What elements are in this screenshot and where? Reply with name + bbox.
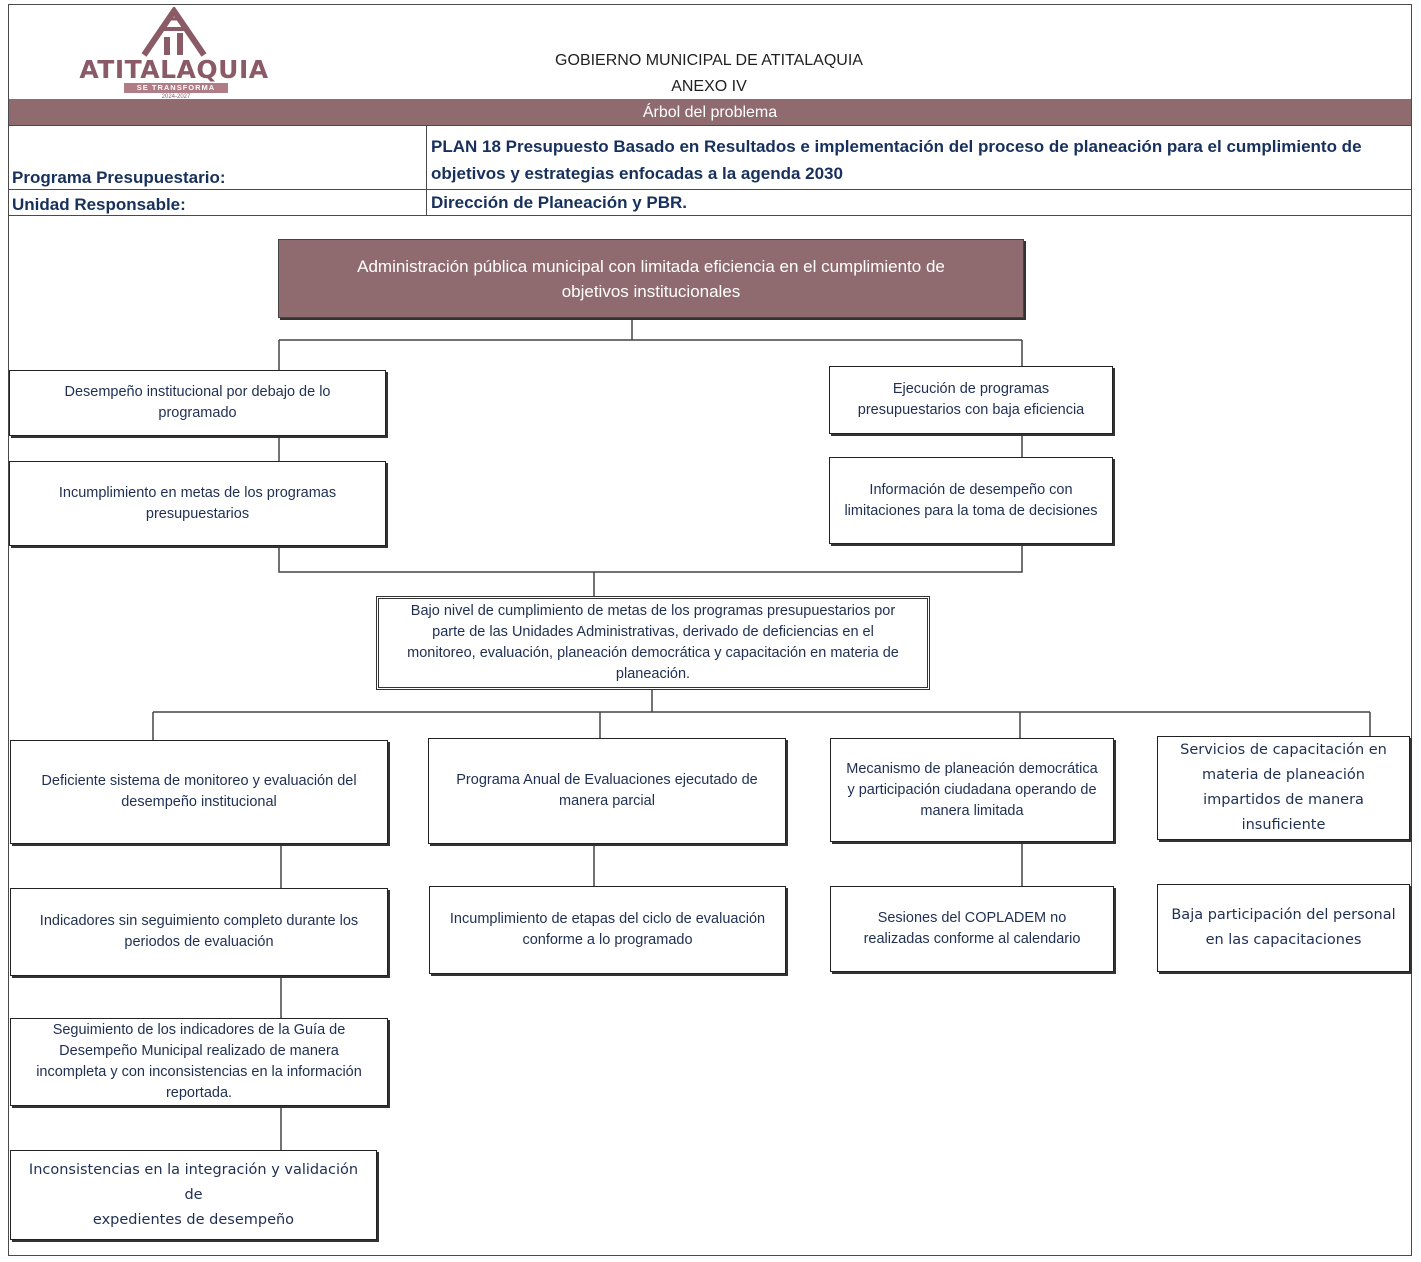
box-text-line: desempeño institucional xyxy=(121,794,277,810)
box-text-line: Inconsistencias en la integración y vali… xyxy=(28,1161,359,1203)
tree-title-band: Árbol del problema xyxy=(9,99,1411,125)
box-text-line: Desempeño institucional por debajo de lo xyxy=(64,384,331,400)
box-text-line: presupuestarios xyxy=(145,505,250,522)
box-text-line: Deficiente sistema de monitoreo y evalua… xyxy=(41,773,357,789)
logo-ribbon: SE TRANSFORMA xyxy=(124,83,228,93)
box-text-line: y participación ciudadana operando de xyxy=(847,781,1097,798)
box-text-line: Desempeño Municipal realizado de manera xyxy=(59,1043,339,1059)
government-title: GOBIERNO MUNICIPAL DE ATITALAQUIA xyxy=(555,52,863,69)
unit-value: Dirección de Planeación y PBR. xyxy=(431,193,688,212)
program-value: PLAN 18 Presupuesto Basado en Resultados… xyxy=(431,133,1411,187)
box-text-line: planeación. xyxy=(615,666,691,682)
cause-box: Incumplimiento de etapas del ciclo de ev… xyxy=(429,886,786,974)
box-text-line: conforme a lo programado xyxy=(522,932,693,948)
box-text-line: incompleta y con inconsistencias en la i… xyxy=(36,1064,362,1080)
box-text-line: manera limitada xyxy=(920,802,1024,819)
grid-line xyxy=(9,189,1411,190)
program-value-line: PLAN 18 Presupuesto Basado en Resultados… xyxy=(431,137,1362,156)
box-text-line: realizadas conforme al calendario xyxy=(863,931,1081,947)
box-text-line: Incumplimiento en metas de los programas xyxy=(58,484,337,501)
municipal-logo: ATITALAQUIA SE TRANSFORMA 2024-2027 xyxy=(64,7,284,100)
box-text-line: monitoreo, evaluación, planeación democr… xyxy=(407,645,899,661)
effect-box: Información de desempeño con limitacione… xyxy=(829,457,1113,544)
box-text-line: Mecanismo de planeación democrática xyxy=(846,760,1098,777)
effect-box: Incumplimiento en metas de los programas… xyxy=(9,461,386,546)
box-text-line: reportada. xyxy=(165,1085,233,1101)
box-text-line: periodos de evaluación xyxy=(124,934,274,950)
box-text-line: Administración pública municipal con lim… xyxy=(357,256,945,276)
box-text-line: presupuestarios con baja eficiencia xyxy=(857,402,1085,418)
cause-box: Baja participación del personal en las c… xyxy=(1157,884,1410,972)
cause-box: Deficiente sistema de monitoreo y evalua… xyxy=(10,740,388,844)
box-text-line: Sesiones del COPLADEM no xyxy=(877,910,1067,926)
box-text-line: Ejecución de programas xyxy=(892,381,1050,397)
cause-box: Inconsistencias en la integración y vali… xyxy=(10,1150,377,1240)
program-value-line: objetivos y estrategias enfocadas a la a… xyxy=(431,164,843,183)
box-text-line: Servicios de capacitación en xyxy=(1180,742,1387,758)
grid-line xyxy=(9,125,1411,126)
box-text-line: limitaciones para la toma de decisiones xyxy=(844,502,1098,519)
unit-label: Unidad Responsable: xyxy=(12,195,186,214)
box-text-line: impartidos de manera xyxy=(1203,792,1364,808)
box-text-line: expedientes de desempeño xyxy=(92,1211,295,1228)
logo-years: 2024-2027 xyxy=(161,94,191,100)
grid-line xyxy=(9,215,1411,216)
box-text-line: Bajo nivel de cumplimiento de metas de l… xyxy=(410,603,896,619)
effect-box: Desempeño institucional por debajo de lo… xyxy=(9,370,386,436)
document-sheet: ATITALAQUIA SE TRANSFORMA 2024-2027 GOBI… xyxy=(8,4,1412,1256)
cause-box: Indicadores sin seguimiento completo dur… xyxy=(10,888,388,976)
box-text-line: materia de planeación xyxy=(1201,767,1365,783)
central-problem-box: Administración pública municipal con lim… xyxy=(278,239,1024,318)
box-text-line: Seguimiento de los indicadores de la Guí… xyxy=(52,1022,346,1038)
effect-box: Ejecución de programas presupuestarios c… xyxy=(829,366,1113,434)
cause-box: Servicios de capacitación en materia de … xyxy=(1157,736,1410,840)
box-text-line: manera parcial xyxy=(559,793,655,809)
cause-box: Programa Anual de Evaluaciones ejecutado… xyxy=(428,738,786,844)
box-text-line: programado xyxy=(158,405,237,421)
box-text-line: Incumplimiento de etapas del ciclo de ev… xyxy=(449,911,766,927)
box-text-line: Indicadores sin seguimiento completo dur… xyxy=(39,913,359,929)
box-text-line: Baja participación del personal xyxy=(1171,907,1396,923)
box-text-line: Información de desempeño con xyxy=(869,481,1073,498)
cause-box: Sesiones del COPLADEM no realizadas conf… xyxy=(830,886,1114,972)
cause-box: Mecanismo de planeación democrática y pa… xyxy=(830,738,1114,842)
header: ATITALAQUIA SE TRANSFORMA 2024-2027 GOBI… xyxy=(9,5,1411,100)
core-cause-box: Bajo nivel de cumplimiento de metas de l… xyxy=(376,596,930,690)
program-label: Programa Presupuestario: xyxy=(12,168,226,187)
box-text-line: objetivos institucionales xyxy=(561,281,741,301)
grid-divider xyxy=(9,125,427,215)
annex-title: ANEXO IV xyxy=(671,78,747,95)
cause-box: Seguimiento de los indicadores de la Guí… xyxy=(10,1018,388,1106)
logo-emblem-icon xyxy=(141,7,207,57)
box-text-line: parte de las Unidades Administrativas, d… xyxy=(432,624,874,640)
logo-text: ATITALAQUIA xyxy=(79,55,269,84)
box-text-line: en las capacitaciones xyxy=(1205,932,1362,948)
box-text-line: insuficiente xyxy=(1241,817,1326,833)
box-text-line: Programa Anual de Evaluaciones ejecutado… xyxy=(456,772,758,788)
